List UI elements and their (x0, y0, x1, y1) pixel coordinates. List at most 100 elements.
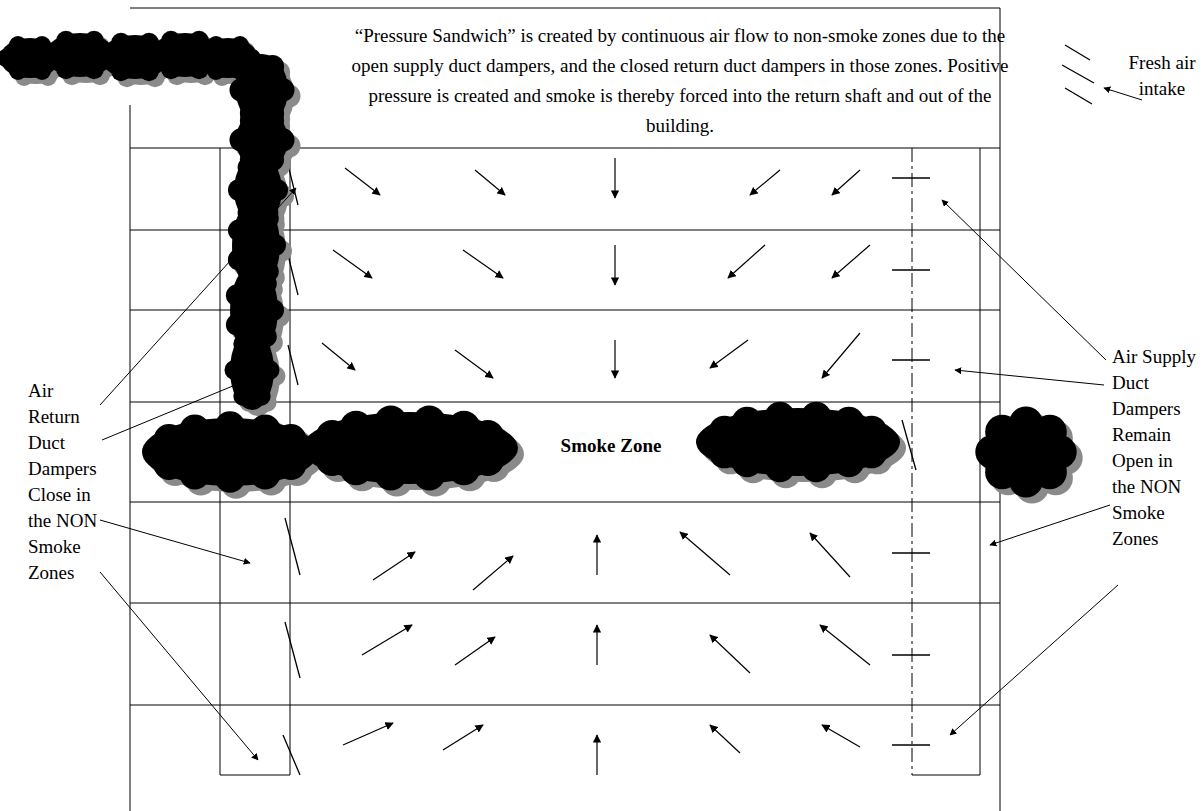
cloud-bump (111, 61, 131, 81)
flow-arrow (596, 535, 597, 575)
cloud-bump (56, 31, 76, 51)
cloud-bump (189, 31, 209, 51)
flow-arrow (473, 556, 513, 590)
flow-arrow (596, 625, 597, 665)
cloud-bump (375, 405, 407, 437)
note-text: “Pressure Sandwich” is created by contin… (335, 21, 1025, 141)
cloud-lobe (696, 408, 900, 476)
cloud-bump (765, 452, 796, 483)
cloud-bump (231, 36, 249, 54)
cloud-bump (264, 234, 286, 256)
zone-label: Smoke Zone (557, 435, 666, 457)
cloud-bump (271, 78, 294, 101)
cloud-bump (413, 458, 445, 490)
cloud-bump (207, 36, 225, 54)
flow-arrow (333, 250, 372, 278)
cloud-bump (228, 179, 250, 201)
flow-arrow (614, 158, 615, 198)
flow-arrow (343, 723, 393, 745)
flow-arrow (345, 168, 380, 195)
airflow-arrows (322, 158, 870, 775)
cloud-bump (240, 109, 263, 132)
flow-arrow (443, 725, 483, 750)
flow-arrow (680, 532, 730, 575)
flow-arrow (728, 245, 765, 278)
cloud-bump (233, 334, 253, 354)
flow-arrow (475, 170, 505, 195)
callout-label: Air Return Duct Dampers Close in the NON… (28, 378, 100, 586)
cloud-bump (765, 402, 796, 433)
cloud-bump (226, 285, 248, 307)
cloud-bump (147, 45, 167, 65)
cloud-bump (250, 459, 281, 490)
cloud-bump (97, 47, 117, 67)
cloud-bump (801, 452, 832, 483)
cloud-bump (9, 36, 27, 54)
building-outline (130, 8, 1000, 811)
flow-arrow (710, 635, 750, 673)
cloud-bump (801, 402, 832, 433)
flow-arrow (822, 333, 860, 378)
cloud-bump (161, 59, 181, 79)
flow-arrow (322, 343, 355, 370)
flow-arrow (373, 552, 415, 580)
cloud-bump (240, 55, 263, 78)
cloud-bump (251, 386, 271, 406)
cloud-bump (225, 360, 245, 380)
flow-arrow (750, 170, 780, 195)
flow-arrow (455, 637, 495, 665)
flow-arrow (820, 625, 870, 665)
flow-arrow (614, 245, 615, 285)
cloud-bump (226, 314, 248, 336)
cloud-bump (233, 386, 253, 406)
leader-lines (100, 88, 1142, 760)
callout-label: Air Supply Duct Dampers Remain Open in t… (1112, 344, 1196, 552)
cloud-bump (732, 407, 763, 438)
cloud-bump (340, 411, 372, 443)
cloud-bump (257, 156, 279, 178)
flow-arrow (710, 340, 748, 368)
cloud-bump (260, 360, 280, 380)
cloud-bump (251, 334, 271, 354)
cloud-bump (238, 156, 260, 178)
cloud-bump (856, 416, 887, 447)
cloud-bump (111, 33, 131, 53)
flow-arrow (455, 350, 493, 378)
cloud-bump (266, 179, 288, 201)
cloud-bump (230, 78, 253, 101)
cloud-bump (228, 220, 250, 242)
cloud-bump (215, 462, 246, 493)
flow-arrow (810, 533, 850, 577)
cloud-bump (180, 415, 211, 446)
cloud-bump (834, 447, 865, 478)
flow-arrow (362, 625, 412, 655)
flow-arrow (596, 735, 597, 775)
cloud-bump (261, 55, 284, 78)
flow-arrow (710, 725, 740, 753)
cloud-bump (56, 59, 76, 79)
flow-arrow (822, 725, 860, 747)
flow-arrow (463, 250, 503, 278)
cloud-bump (472, 420, 504, 452)
cloud-bump (375, 458, 407, 490)
cloud-bump (276, 424, 307, 455)
callout-label: Fresh air intake (1124, 50, 1200, 102)
damper-symbols (283, 45, 1094, 775)
flow-arrow (832, 245, 870, 278)
cloud-bump (84, 31, 104, 51)
cloud-bump (33, 62, 51, 80)
cloud-bump (255, 273, 277, 295)
cloud-bump (413, 405, 445, 437)
cloud-bump (1033, 415, 1067, 449)
cloud-bump (42, 45, 62, 65)
cloud-bump (161, 31, 181, 51)
cloud-bump (262, 299, 284, 321)
cloud-lobe (302, 412, 518, 484)
cloud-bump (215, 411, 246, 442)
floor-band: Smoke Zone (131, 403, 999, 501)
cloud-shadow (3, 37, 1083, 504)
cloud-bump (261, 109, 284, 132)
cloud-bump (448, 453, 480, 485)
